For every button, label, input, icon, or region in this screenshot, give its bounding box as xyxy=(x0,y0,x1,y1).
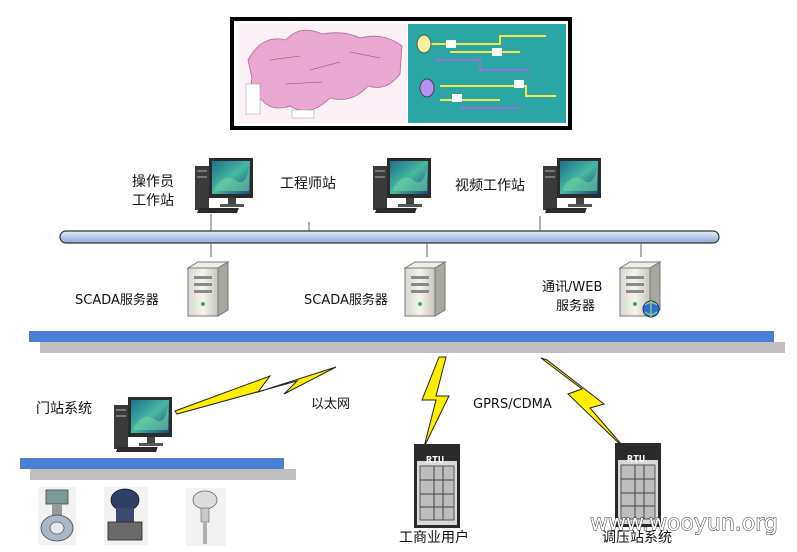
gprs-lightning-bolt-icon xyxy=(421,356,450,448)
rtu-label-1: RTU xyxy=(426,455,444,466)
gis-map-image xyxy=(238,24,407,123)
engineer-workstation-icon xyxy=(373,158,431,213)
engineer-station-label: 工程师站 xyxy=(280,176,336,192)
upper-lan-bus xyxy=(59,230,720,244)
temperature-sensor-icon xyxy=(186,488,226,546)
scada-server-2-label: SCADA服务器 xyxy=(304,292,388,308)
operator-station-label-line1: 操作员 xyxy=(132,174,174,190)
ethernet-lightning-bolt-icon xyxy=(174,366,337,415)
watermark-text: www.wooyun.org xyxy=(590,511,778,536)
video-station-label: 视频工作站 xyxy=(455,178,525,194)
operator-station-label-line2: 工作站 xyxy=(132,193,174,209)
monitoring-display-panel xyxy=(230,17,572,130)
industrial-users-label: 工商业用户 xyxy=(399,529,469,546)
gate-station-workstation-icon xyxy=(114,397,172,452)
pressure-transmitter-icon xyxy=(104,487,148,545)
cdma-lightning-bolt-icon xyxy=(540,357,629,453)
comm-web-server-label-line1: 通讯/WEB xyxy=(542,280,602,295)
flowmeter-icon xyxy=(38,487,76,545)
rtu-label-2: RTU xyxy=(627,454,645,465)
ethernet-label: 以太网 xyxy=(311,397,350,412)
process-schematic-image xyxy=(408,24,566,123)
regulator-station-rtu-icon: RTU xyxy=(614,442,662,528)
industrial-user-rtu-icon: RTU xyxy=(413,443,461,529)
lower-network-bar xyxy=(29,331,785,353)
operator-workstation-icon xyxy=(195,158,253,213)
scada-server-1-label: SCADA服务器 xyxy=(75,292,159,308)
web-server-icon xyxy=(619,261,661,318)
regulator-station-system-label: 调压站系统 xyxy=(602,530,672,546)
gate-station-bar xyxy=(20,458,296,480)
scada-server-2-icon xyxy=(404,261,446,317)
gprs-cdma-label: GPRS/CDMA xyxy=(473,397,552,412)
scada-server-1-icon xyxy=(187,261,229,317)
gate-station-system-label: 门站系统 xyxy=(36,401,92,417)
comm-web-server-label-line2: 服务器 xyxy=(556,298,595,314)
video-workstation-icon xyxy=(543,158,601,213)
